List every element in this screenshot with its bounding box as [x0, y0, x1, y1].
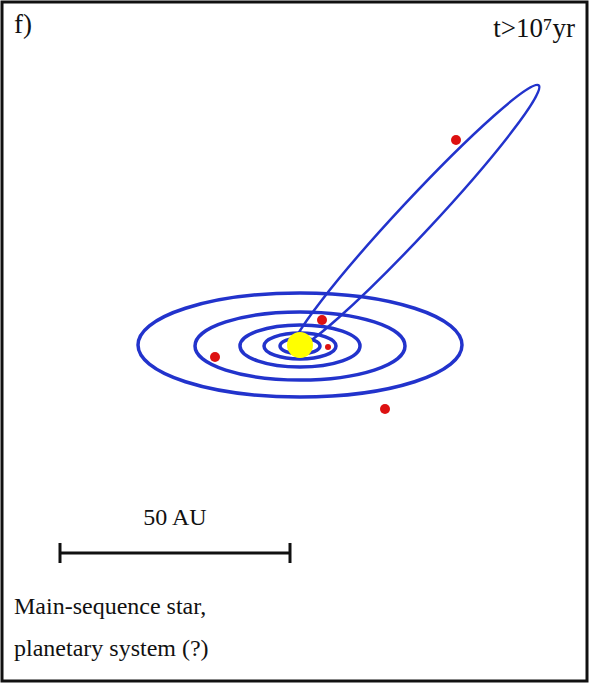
orbit	[195, 312, 405, 380]
scale-label: 50 AU	[143, 502, 206, 532]
orbits	[138, 293, 462, 397]
orbit	[138, 293, 462, 397]
planet	[210, 352, 220, 362]
planet	[325, 344, 331, 350]
scale-line	[60, 552, 290, 555]
planet	[317, 315, 327, 325]
orbit	[264, 333, 336, 359]
planet	[451, 135, 461, 145]
time-label: t>10⁷yr	[493, 12, 575, 46]
caption: Main-sequence star, planetary system (?)	[14, 585, 276, 669]
scale-tick	[289, 543, 292, 563]
scale-bar	[60, 543, 290, 563]
star	[287, 332, 313, 358]
scale-tick	[59, 543, 62, 563]
planets	[210, 135, 461, 414]
panel-letter: f)	[14, 8, 32, 42]
eccentric-orbit	[281, 74, 551, 360]
planet	[380, 404, 390, 414]
